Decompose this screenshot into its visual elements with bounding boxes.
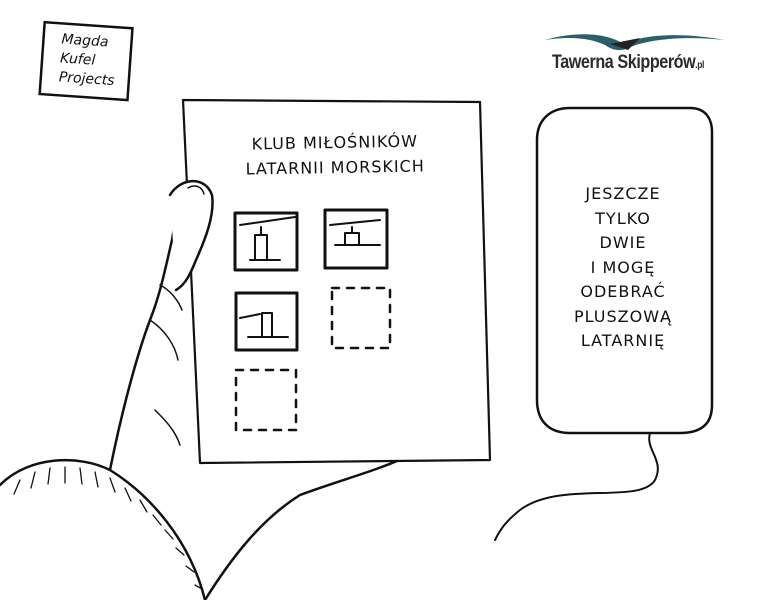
balloon-line: DWIE [599, 233, 647, 252]
stamp-lighthouse-2 [323, 208, 389, 270]
logo-tld: .pl [695, 60, 704, 71]
balloon-line: JESZCZE [585, 184, 661, 203]
balloon-line: LATARNIĘ [580, 331, 666, 350]
stamp-lighthouse-1 [233, 211, 299, 272]
artist-signature: Magda Kufel Projects [31, 19, 136, 106]
balloon-line: I MOGĘ [590, 257, 656, 277]
sleeve [0, 458, 207, 600]
lighthouse-icons [239, 216, 381, 338]
logo-name: Tawerna Skipperów [552, 52, 696, 73]
balloon-line: ODEBRAĆ [580, 282, 666, 301]
card-title-line: LATARNII MORSKICH [245, 156, 425, 179]
stamp-empty-1 [330, 286, 392, 350]
balloon-text: JESZCZE TYLKO DWIE I MOGĘ ODEBRAĆ PLUSZO… [548, 182, 698, 354]
balloon-string [494, 432, 659, 541]
membership-card [181, 98, 492, 465]
thumb [168, 179, 214, 292]
sleeve-knit [13, 466, 203, 590]
balloon-line: PLUSZOWĄ [574, 306, 672, 326]
stamp-empty-2 [234, 368, 298, 432]
stamp-lighthouse-3 [234, 291, 299, 352]
brand-logo: Tawerna Skipperów.pl [540, 22, 740, 82]
card-title: KLUB MIŁOŚNIKÓW LATARNII MORSKICH [200, 128, 471, 183]
signature-line: Projects [58, 69, 116, 90]
balloon [535, 106, 714, 435]
balloon-line: TYLKO [595, 208, 651, 228]
seagull-logo-icon [545, 34, 725, 51]
